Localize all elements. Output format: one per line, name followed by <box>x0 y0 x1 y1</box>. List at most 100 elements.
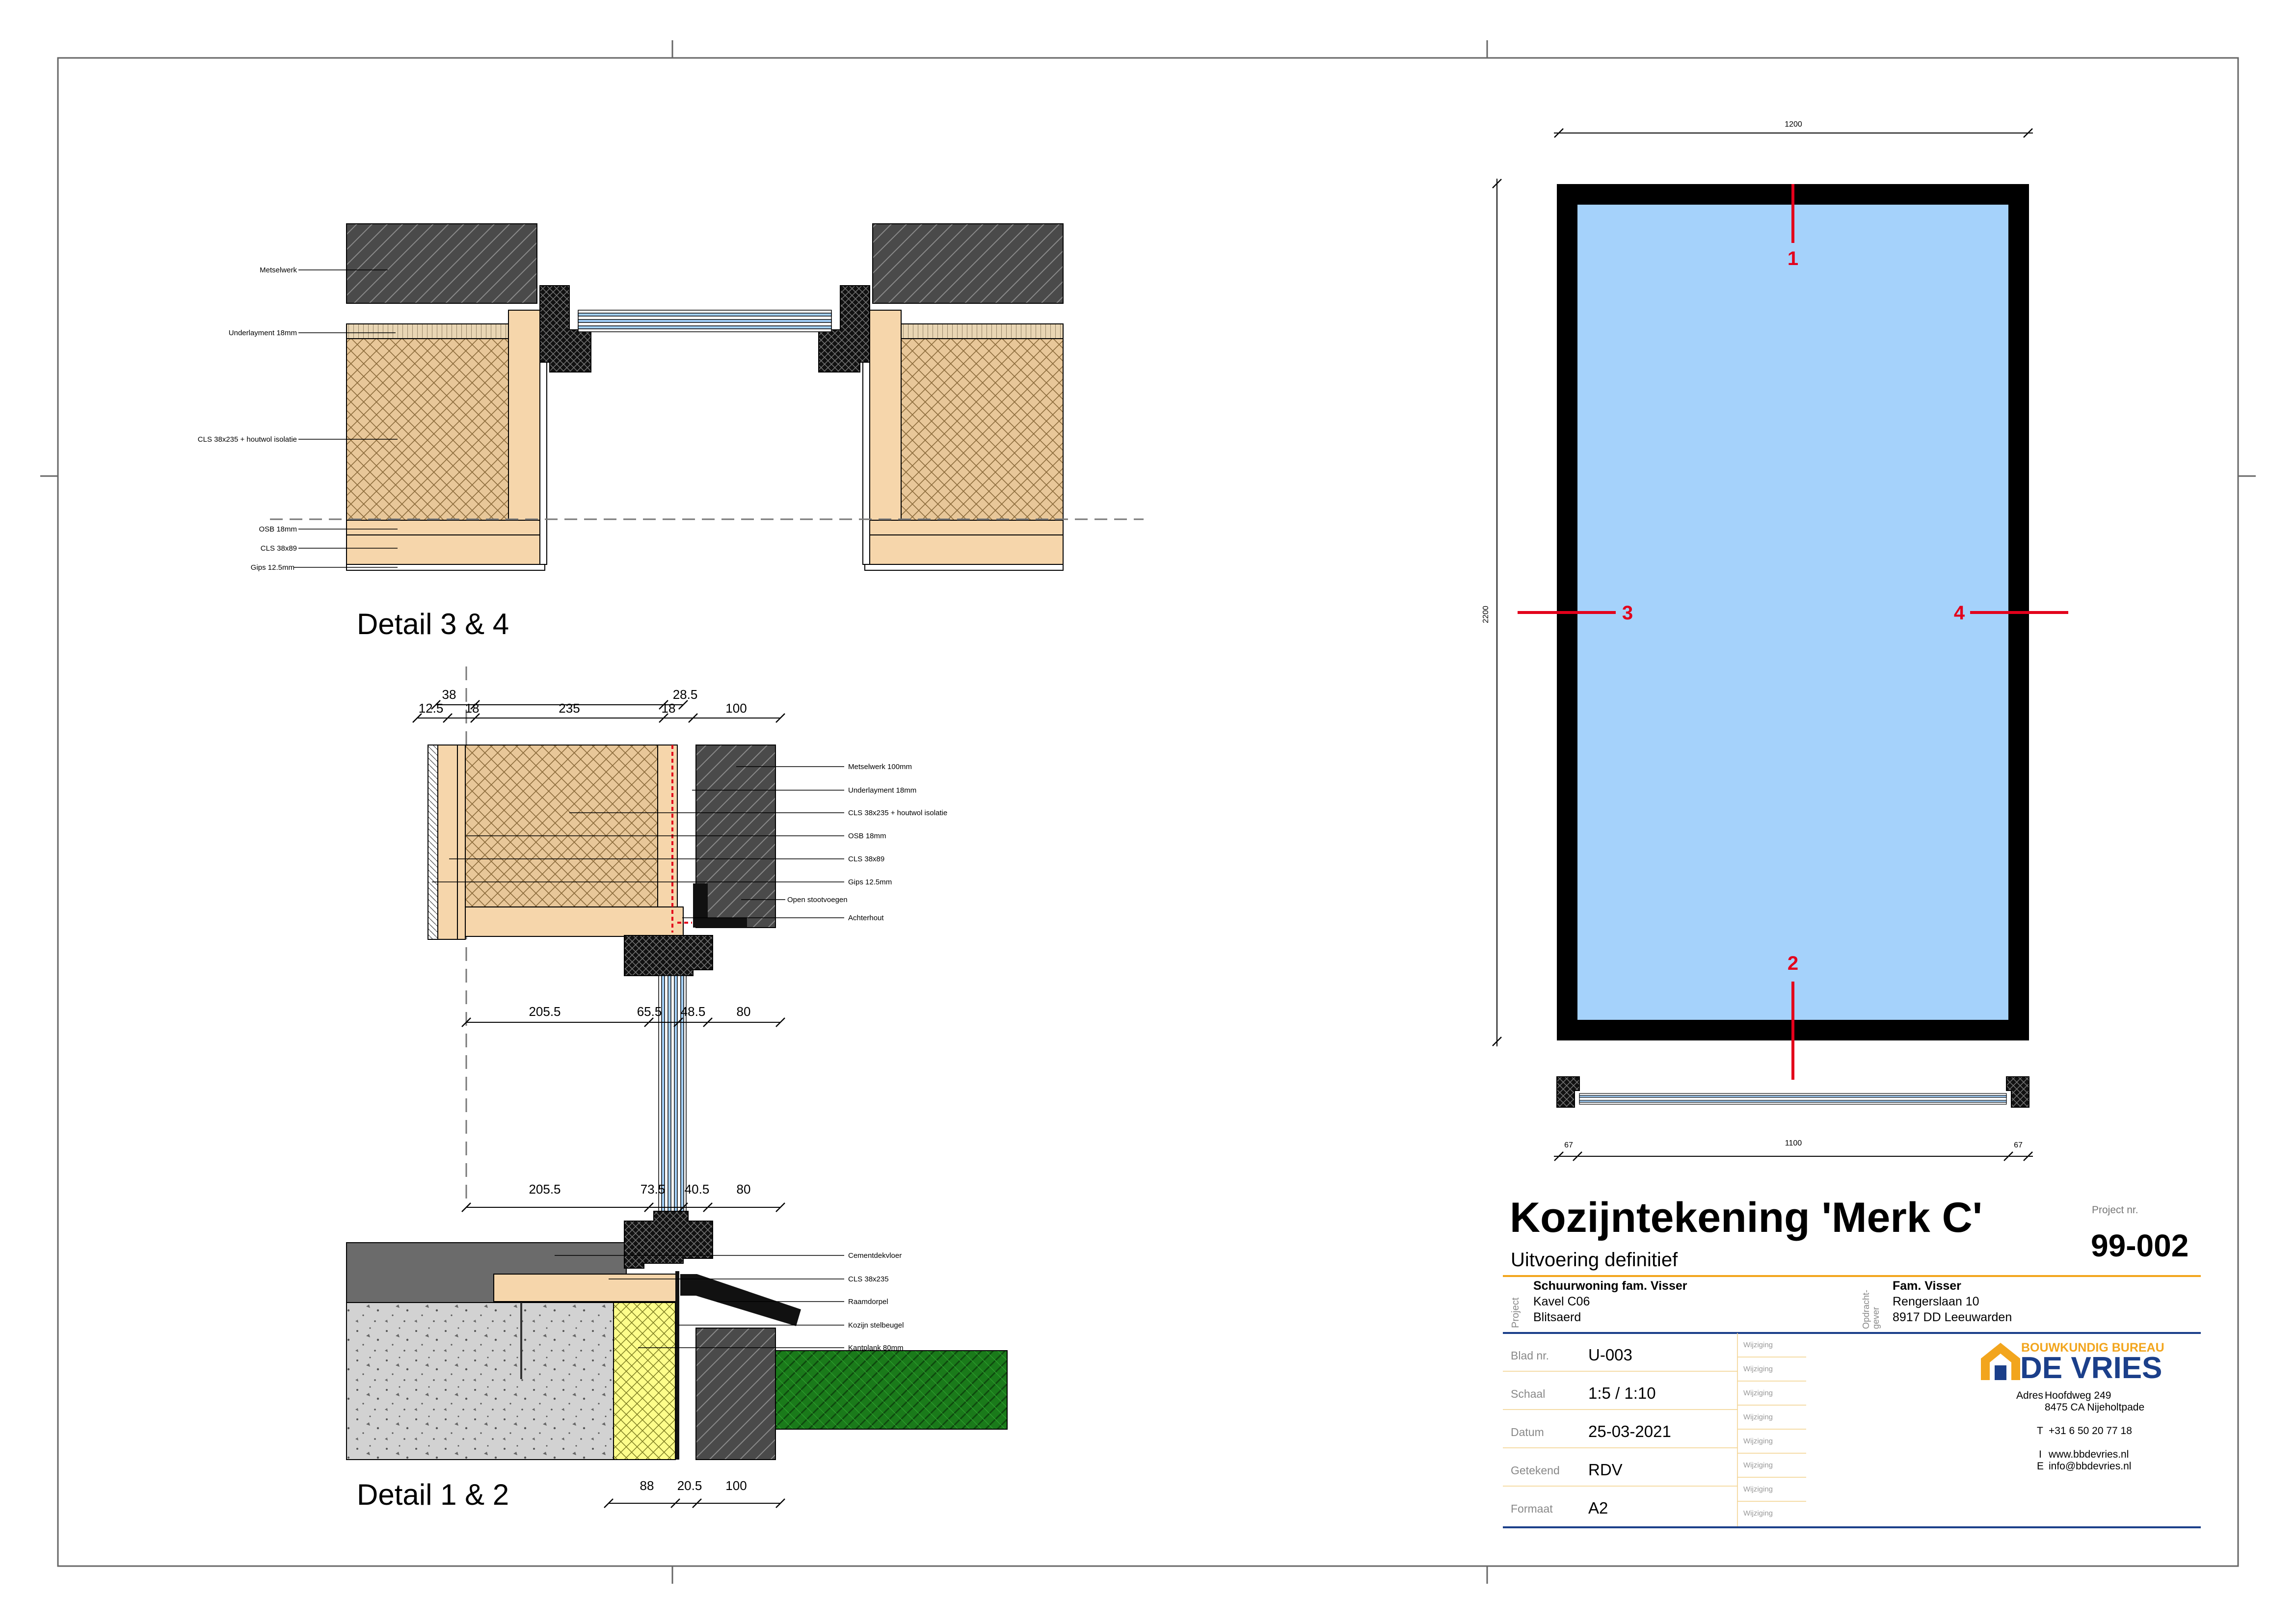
field-value-schaal: 1:5 / 1:10 <box>1588 1384 1656 1402</box>
phone-value: +31 6 50 20 77 18 <box>2049 1425 2132 1437</box>
svg-text:gever: gever <box>1871 1307 1881 1329</box>
plan-dim-67-left: 67 <box>1564 1141 1573 1149</box>
mid-dim-lines <box>466 1022 780 1208</box>
d12-cls235 <box>493 1274 677 1302</box>
web-label: I <box>2039 1449 2042 1460</box>
detail-3-4: Metselwerk Underlayment 18mm CLS 38x235 … <box>198 223 1144 640</box>
section-mark-2: 2 <box>1788 953 1798 974</box>
plan-dim-1100: 1100 <box>1785 1139 1802 1147</box>
title-block: Kozijntekening 'Merk C' Uitvoering defin… <box>1503 1194 2201 1528</box>
revision-label-5: Wijziging <box>1743 1437 1773 1445</box>
house-icon <box>1981 1343 2020 1380</box>
leaders-1-2-floor <box>555 1255 844 1348</box>
top-dim-lines <box>417 704 780 719</box>
frame-left <box>539 285 591 373</box>
label-open-stootvoegen: Open stootvoegen <box>787 896 848 904</box>
gips-right <box>864 564 1064 571</box>
section-mark-1: 1 <box>1788 248 1798 269</box>
d12-concrete <box>346 1302 627 1460</box>
dim-80-a: 80 <box>737 1004 751 1019</box>
label-cls-isolatie-2: CLS 38x235 + houtwol isolatie <box>848 809 947 817</box>
d12-osb <box>457 745 466 940</box>
lining-left <box>539 333 547 565</box>
cls-right <box>866 534 1064 565</box>
project-nr: 99-002 <box>2091 1228 2189 1263</box>
client-label: Opdracht- <box>1861 1290 1871 1329</box>
field-label-datum: Datum <box>1511 1426 1544 1438</box>
detail-3-4-title: Detail 3 & 4 <box>357 608 509 640</box>
cls-left <box>346 534 543 565</box>
leaders-3-4 <box>294 269 398 568</box>
label-underlayment-18: Underlayment 18mm <box>848 786 916 795</box>
label-raamdorpel: Raamdorpel <box>848 1298 888 1306</box>
lining-right <box>862 333 870 565</box>
window-elevation: 1200 2200 1 2 3 4 67 1100 <box>1482 120 2068 1162</box>
field-label-schaal: Schaal <box>1511 1387 1545 1400</box>
d12-brick-bottom <box>695 1328 776 1460</box>
drawing-title: Kozijntekening 'Merk C' <box>1510 1194 1982 1241</box>
label-metselwerk: Metselwerk <box>260 266 297 274</box>
label-osb-2: OSB 18mm <box>848 832 886 840</box>
label-gips-2: Gips 12.5mm <box>848 878 892 886</box>
address-line-1: Hoofdweg 249 <box>2045 1390 2111 1401</box>
osb-left <box>346 520 543 535</box>
field-value-getekend: RDV <box>1588 1461 1623 1479</box>
drawing-subtitle: Uitvoering definitief <box>1511 1249 1678 1271</box>
d12-brick <box>695 745 776 928</box>
section-mark-3: 3 <box>1622 602 1633 624</box>
insulation-right <box>901 338 1064 521</box>
field-label-getekend: Getekend <box>1511 1464 1560 1477</box>
dim-205-5-b: 205.5 <box>529 1182 561 1197</box>
dim-100-top: 100 <box>725 701 747 716</box>
d12-lintel <box>693 883 747 928</box>
underlayment-left <box>346 323 535 339</box>
brick-right <box>872 223 1064 304</box>
client-line-2: Rengerslaan 10 <box>1893 1295 1979 1308</box>
d12-raamdorpel <box>680 1274 801 1326</box>
detail-1-2: 38 28.5 12.5 18 235 18 100 <box>346 666 1008 1511</box>
d12-frame-bottom <box>624 1211 713 1269</box>
dim-12-5: 12.5 <box>419 701 444 716</box>
dim-73-5: 73.5 <box>641 1182 666 1197</box>
field-value-formaat: A2 <box>1588 1499 1608 1517</box>
dim-28-5: 28.5 <box>673 687 698 702</box>
d12-stelbeugel <box>675 1271 679 1460</box>
width-dim: 1200 <box>1785 120 1802 129</box>
dim-48-5: 48.5 <box>681 1004 706 1019</box>
dim-18-b: 18 <box>662 701 676 716</box>
underlayment-right <box>875 323 1064 339</box>
logo-top-text: BOUWKUNDIG BUREAU <box>2021 1341 2164 1355</box>
revision-label-3: Wijziging <box>1743 1389 1773 1397</box>
label-achterhout: Achterhout <box>848 914 884 922</box>
dim-100-bottom: 100 <box>725 1478 747 1493</box>
label-cementdekvloer: Cementdekvloer <box>848 1251 902 1260</box>
dim-235: 235 <box>559 701 580 716</box>
dim-80-b: 80 <box>737 1182 751 1197</box>
project-line-1: Schuurwoning fam. Visser <box>1533 1279 1687 1293</box>
sheet-border <box>57 57 2239 1567</box>
section-mark-4: 4 <box>1954 602 1965 624</box>
client-line-1: Fam. Visser <box>1893 1279 1961 1293</box>
plan-dim-67-right: 67 <box>2014 1141 2023 1149</box>
plan-frame-left <box>1556 1076 1580 1108</box>
address-label: Adres <box>2016 1390 2043 1401</box>
d12-stud <box>657 745 678 907</box>
dim-20-5: 20.5 <box>677 1478 702 1493</box>
centring-marks <box>40 40 2256 1584</box>
insulation-left <box>346 338 509 521</box>
company-logo: BOUWKUNDIG BUREAU DE VRIES <box>1981 1341 2164 1385</box>
field-label-formaat: Formaat <box>1511 1502 1553 1515</box>
d12-kantplank <box>613 1302 676 1460</box>
label-cls-38x89: CLS 38x89 <box>261 544 297 553</box>
label-cls89-2: CLS 38x89 <box>848 855 884 863</box>
field-value-blad: U-003 <box>1588 1346 1632 1364</box>
revision-label-2: Wijziging <box>1743 1365 1773 1373</box>
label-osb: OSB 18mm <box>259 525 297 533</box>
height-dim: 2200 <box>1482 606 1490 623</box>
label-kozijn-stelbeugel: Kozijn stelbeugel <box>848 1321 904 1330</box>
revision-label-8: Wijziging <box>1743 1509 1773 1518</box>
label-gips: Gips 12.5mm <box>251 563 294 572</box>
dim-18-a: 18 <box>465 701 480 716</box>
glass-pane <box>1576 204 2009 1021</box>
